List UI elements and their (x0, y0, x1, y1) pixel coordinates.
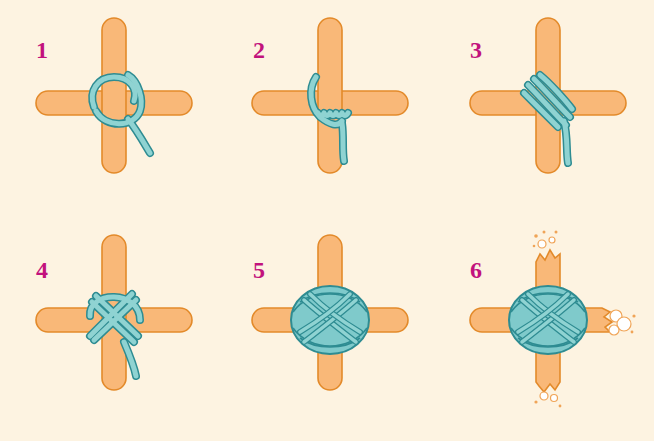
step-four (36, 235, 192, 390)
step-five (252, 235, 408, 390)
step-six (470, 231, 636, 408)
step-number: 2 (253, 38, 265, 62)
step-number: 5 (253, 258, 265, 282)
step-three (470, 18, 626, 173)
step-number: 6 (470, 258, 482, 282)
step-number: 3 (470, 38, 482, 62)
step-one (36, 18, 192, 173)
step-two (252, 18, 408, 173)
step-number: 4 (36, 258, 48, 282)
step-number: 1 (36, 38, 48, 62)
